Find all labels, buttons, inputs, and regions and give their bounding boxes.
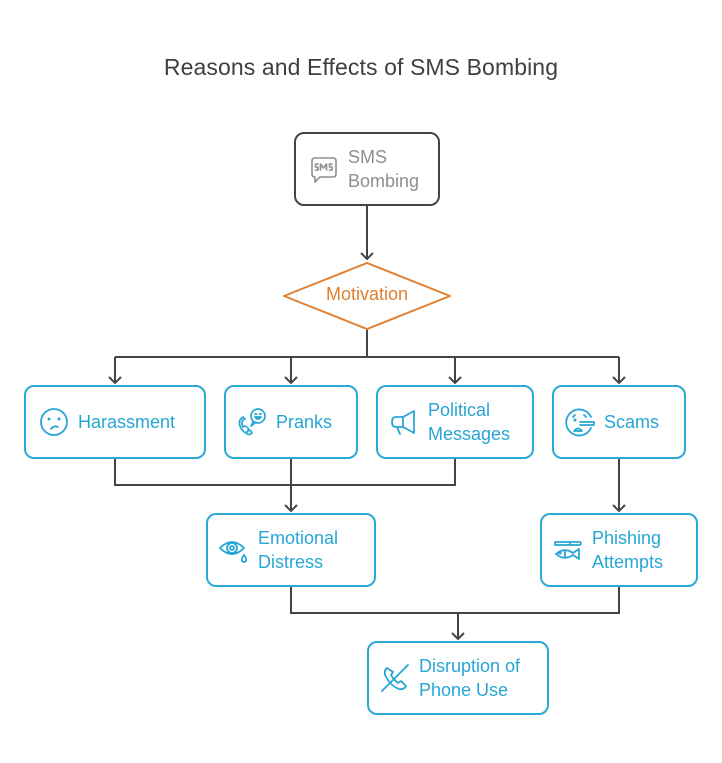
node-sms-bombing[interactable]: SMS Bombing — [294, 132, 440, 206]
node-label: Emotional Distress — [258, 528, 339, 572]
arrowhead — [448, 376, 462, 385]
node-scams[interactable]: Scams — [552, 385, 686, 459]
decision-label: Motivation — [325, 284, 409, 304]
phone-laughing-face-icon — [236, 406, 268, 438]
node-label: Disruption of Phone Use — [419, 656, 521, 700]
sad-face-icon — [38, 406, 70, 438]
phone-off-icon — [379, 662, 411, 694]
node-label: Phishing Attempts — [592, 528, 664, 572]
node-label: Pranks — [276, 412, 333, 432]
fish-hook-icon — [552, 534, 584, 566]
lying-face-icon — [564, 406, 596, 438]
decision-diamond[interactable] — [283, 262, 451, 330]
node-harassment[interactable]: Harassment — [24, 385, 206, 459]
arrowhead — [451, 632, 465, 641]
node-label: Political Messages — [428, 400, 511, 444]
node-label: SMS Bombing — [348, 147, 420, 191]
node-emotional-distress[interactable]: Emotional Distress — [206, 513, 376, 587]
arrowhead — [612, 376, 626, 385]
node-disruption-of-phone-use[interactable]: Disruption of Phone Use — [367, 641, 549, 715]
edge-effects-to-disruption — [290, 585, 620, 639]
arrowhead — [284, 376, 298, 385]
arrowhead — [360, 252, 374, 261]
node-political-messages[interactable]: Political Messages — [376, 385, 534, 459]
node-label: Scams — [604, 412, 660, 432]
edge-reasons-to-distress — [114, 457, 456, 511]
node-label: Harassment — [78, 412, 176, 432]
sms-chat-bubble-icon — [308, 153, 340, 185]
crying-eye-icon — [218, 534, 250, 566]
arrowhead — [284, 504, 298, 513]
node-pranks[interactable]: Pranks — [224, 385, 358, 459]
node-phishing-attempts[interactable]: Phishing Attempts — [540, 513, 698, 587]
arrowhead — [108, 376, 122, 385]
diagram-title: Reasons and Effects of SMS Bombing — [163, 54, 559, 80]
arrowhead — [612, 504, 626, 513]
megaphone-icon — [388, 406, 420, 438]
edge-motivation-bus — [115, 330, 619, 358]
